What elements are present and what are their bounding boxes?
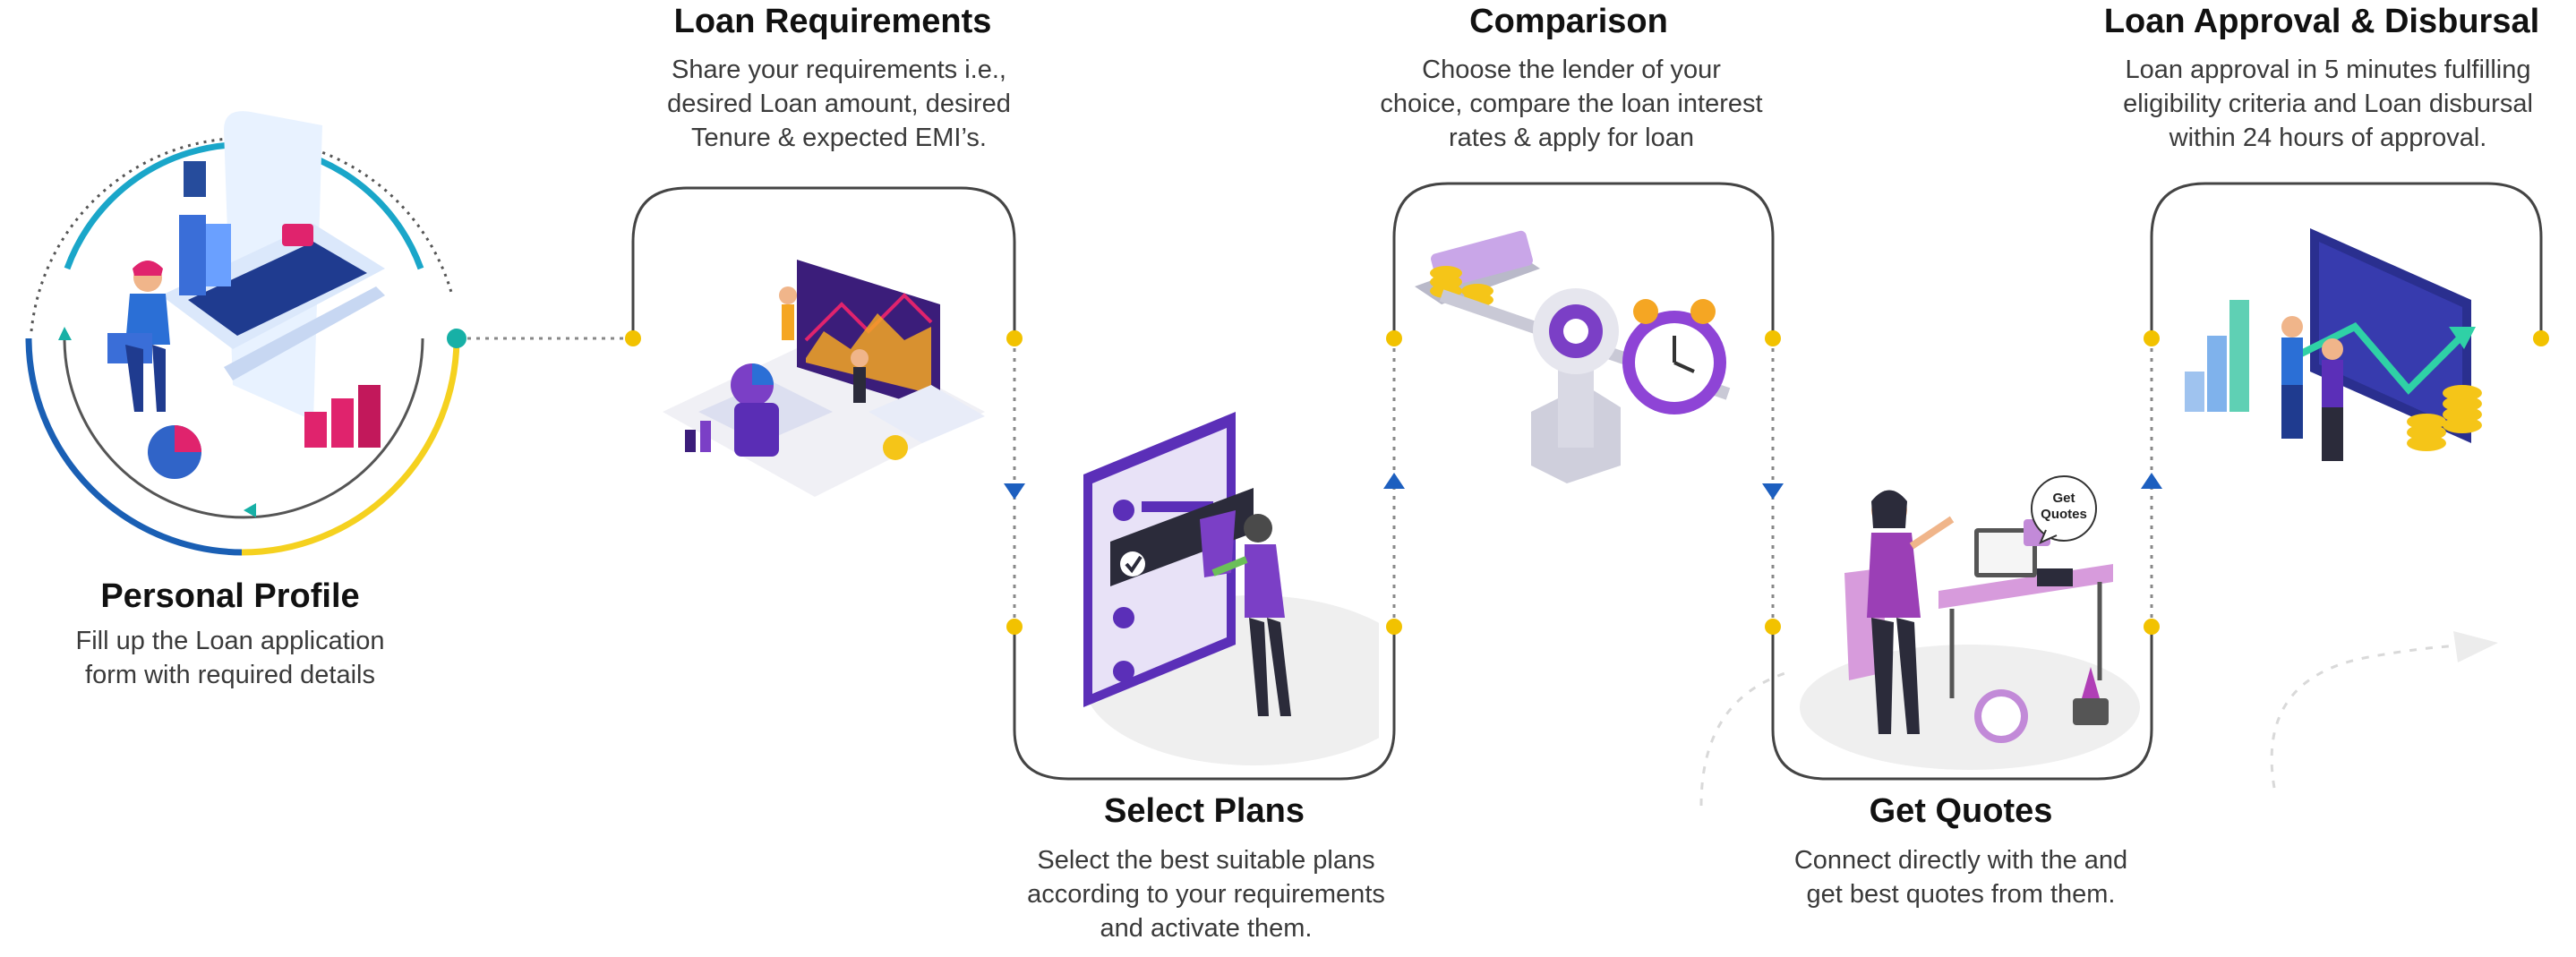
description-line: Select the best suitable plans bbox=[1037, 846, 1375, 875]
loan-approval-frame bbox=[2150, 182, 2543, 338]
arrow-left-icon bbox=[244, 503, 256, 517]
arrow-up-icon bbox=[1383, 473, 1405, 489]
description-line: Loan approval in 5 minutes fulfilling bbox=[2125, 56, 2531, 84]
speech-bubble-icon bbox=[2031, 475, 2097, 544]
description-line: Connect directly with the and bbox=[1793, 846, 2128, 875]
description-line: Share your requirements i.e., bbox=[672, 56, 1006, 84]
step-title-loan-approval: Loan Approval & Disbursal bbox=[2103, 3, 2540, 40]
description-line: choice, compare the loan interest bbox=[1380, 90, 1763, 118]
bubble-line-2: Quotes bbox=[2041, 507, 2087, 522]
step-title-loan-requirements: Loan Requirements bbox=[673, 3, 992, 40]
description-line: according to your requirements bbox=[1027, 880, 1385, 909]
personal-profile-illustration bbox=[25, 111, 466, 556]
ring-blue-arc bbox=[25, 338, 243, 556]
node-dots bbox=[625, 330, 2549, 635]
description-line: within 24 hours of approval. bbox=[2169, 124, 2487, 152]
select-plans-frame bbox=[1013, 627, 1396, 781]
arrow-down-icon bbox=[1004, 483, 1025, 500]
step-title-select-plans: Select Plans bbox=[1104, 792, 1305, 830]
get-quotes-frame bbox=[1771, 627, 2153, 781]
developer-laptop-icon bbox=[107, 111, 385, 479]
description-line: Choose the lender of your bbox=[1422, 56, 1721, 84]
description-line: Tenure & expected EMI’s. bbox=[691, 124, 987, 152]
description-line: Fill up the Loan application bbox=[75, 627, 385, 655]
step-description-get-quotes: Connect directly with the and get best q… bbox=[1794, 843, 2127, 911]
arrow-up-icon bbox=[58, 327, 72, 340]
arrow-up-icon bbox=[2141, 473, 2162, 489]
description-line: get best quotes from them. bbox=[1806, 880, 2116, 909]
step-description-personal-profile: Fill up the Loan application form with r… bbox=[75, 624, 384, 692]
decorative-swirl bbox=[2270, 643, 2490, 789]
step-description-loan-requirements: Share your requirements i.e., desired Lo… bbox=[667, 53, 1011, 155]
description-line: desired Loan amount, desired bbox=[667, 90, 1011, 118]
ring-yellow-arc bbox=[241, 338, 460, 556]
description-line: and activate them. bbox=[1100, 914, 1313, 943]
description-line: form with required details bbox=[85, 661, 375, 689]
bubble-line-1: Get bbox=[2052, 491, 2075, 506]
checklist-selection-icon bbox=[1083, 412, 1379, 765]
description-line: rates & apply for loan bbox=[1448, 124, 1695, 152]
step-title-personal-profile: Personal Profile bbox=[100, 577, 360, 615]
step-description-comparison: Choose the lender of your choice, compar… bbox=[1380, 53, 1762, 155]
inner-ring bbox=[63, 338, 424, 519]
growth-chart-handshake-icon bbox=[2185, 228, 2482, 461]
decorative-arrowhead bbox=[2453, 631, 2498, 662]
analytics-dashboard-icon bbox=[663, 260, 985, 497]
step-title-comparison: Comparison bbox=[1469, 3, 1668, 40]
decorative-swirl bbox=[1699, 670, 1792, 807]
customer-support-desk-icon bbox=[1800, 490, 2140, 770]
ring-node-dot bbox=[447, 329, 466, 348]
comparison-frame bbox=[1392, 182, 1775, 338]
balance-scale-icon bbox=[1415, 230, 1731, 483]
step-description-select-plans: Select the best suitable plans according… bbox=[1027, 843, 1385, 945]
loan-requirements-frame bbox=[631, 186, 1016, 338]
description-line: eligibility criteria and Loan disbursal bbox=[2123, 90, 2533, 118]
step-description-loan-approval: Loan approval in 5 minutes fulfilling el… bbox=[2123, 53, 2533, 155]
speech-bubble-text: Get Quotes bbox=[2037, 491, 2091, 523]
arrow-down-icon bbox=[1762, 483, 1784, 500]
step-title-get-quotes: Get Quotes bbox=[1869, 792, 2053, 830]
